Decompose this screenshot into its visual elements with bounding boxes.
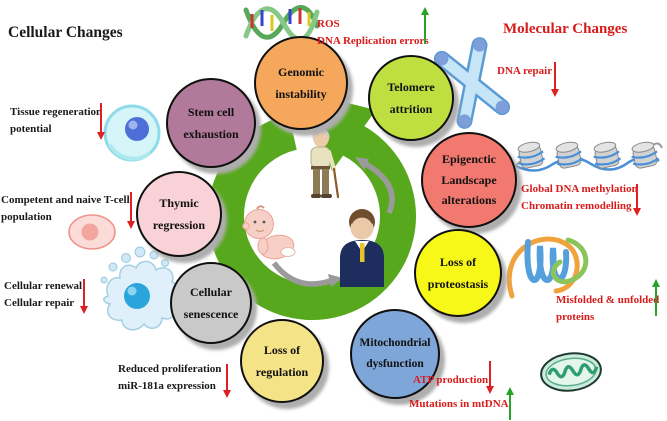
hallmark-genomic-instability: Genomic instability — [254, 36, 348, 130]
hallmark-loss-of-proteostasis: Loss of proteostasis — [414, 229, 502, 317]
annotation-misfolded-proteins: Misfolded & unfolded proteins — [556, 292, 659, 325]
hallmark-label: exhaustion — [183, 127, 239, 141]
baby-to-adult-arrow-icon — [271, 261, 331, 287]
hallmark-label: Loss of — [263, 342, 301, 357]
hallmark-stem-cell-exhaustion: Stem cell exhaustion — [166, 78, 256, 168]
t-cell-icon — [68, 214, 116, 250]
annotation-line: population — [1, 210, 52, 223]
decrease-arrow — [223, 364, 231, 398]
increase-arrow — [421, 7, 429, 44]
annotation-line: miR-181a expression — [118, 379, 216, 392]
hallmark-thymic-regression: Thymic regression — [136, 171, 222, 257]
hallmark-epigenetic-alterations: Epigenctic Landscape alterations — [421, 132, 517, 228]
hallmark-label: Cellular — [190, 284, 232, 299]
decrease-arrow — [486, 361, 494, 394]
decrease-arrow — [127, 192, 135, 229]
annotation-line: potential — [10, 122, 52, 135]
hallmark-label: regulation — [255, 365, 309, 379]
hallmark-cellular-senescence: Cellular senescence — [170, 262, 252, 344]
annotation-line: Cellular repair — [4, 296, 75, 309]
life-stage-arrows — [271, 157, 395, 287]
annotation-line: Cellular renewal — [4, 280, 83, 292]
hallmark-label: Loss of — [439, 254, 477, 269]
adult-to-elderly-arrow-icon — [364, 161, 395, 215]
annotation-ros: ROS DNA Replication errors — [317, 16, 429, 49]
hallmark-label: Stem cell — [187, 104, 235, 119]
elderly-man-figure — [310, 128, 340, 199]
adult-to-elderly-arrowhead-icon — [355, 157, 369, 170]
hallmark-label: Landscape — [441, 172, 497, 187]
hallmark-label: attrition — [389, 102, 433, 116]
increase-arrow — [506, 387, 514, 420]
hallmark-label: instability — [275, 87, 327, 101]
mitochondrion-icon — [540, 352, 602, 392]
annotation-reduced-proliferation: Reduced proliferation miR-181a expressio… — [118, 361, 221, 394]
annotation-line: Misfolded & unfolded — [556, 294, 660, 306]
hallmark-telomere-attrition: Telomere attrition — [368, 55, 454, 141]
annotation-line: ATP production — [413, 374, 489, 386]
baby-to-adult-arrowhead-icon — [328, 274, 343, 287]
decrease-arrow — [633, 184, 641, 216]
annotation-line: Global DNA methylation — [521, 183, 638, 195]
annotation-tissue-regeneration: Tissue regeneration potential — [10, 104, 102, 137]
hallmark-label: Mitochondrial — [359, 336, 431, 349]
hallmark-label: alterations — [441, 193, 497, 208]
annotation-t-cell-population: Competent and naive T-cell population — [1, 192, 130, 225]
annotation-line: DNA repair — [497, 65, 553, 77]
hallmark-label: senescence — [183, 307, 239, 321]
molecular-changes-title: Molecular Changes — [503, 21, 628, 37]
decrease-arrow — [97, 103, 105, 140]
hallmark-mitochondrial-dysfunction: Mitochondrial dysfunction — [350, 309, 440, 399]
annotation-line: Competent and naive T-cell — [1, 194, 130, 206]
hallmark-label: Thymic — [159, 195, 199, 210]
hallmark-label: Genomic — [278, 64, 324, 79]
dna-helix-icon — [243, 5, 320, 42]
annotation-atp-production: ATP production — [413, 372, 488, 389]
adult-man-figure — [340, 209, 384, 287]
chromosome-icon — [433, 37, 511, 129]
hallmark-label: Epigenctic — [442, 152, 496, 167]
decrease-arrow — [80, 279, 88, 314]
annotation-line: Tissue regeneration — [10, 106, 103, 118]
annotation-line: Reduced proliferation — [118, 363, 222, 375]
decrease-arrow — [551, 62, 559, 97]
increase-arrow — [652, 279, 660, 316]
nucleosome-chain-icon — [513, 141, 663, 172]
hallmark-loss-of-regulation: Loss of regulation — [240, 319, 324, 403]
hallmark-label: Telomere — [387, 79, 435, 94]
annotation-line: ROS — [317, 18, 340, 30]
senescent-cell-icon — [100, 246, 181, 331]
annotation-line: DNA Replication errors — [317, 34, 429, 47]
hallmark-label: regression — [152, 218, 206, 232]
cycle-ring-arc — [207, 114, 416, 320]
hallmark-label: dysfunction — [366, 358, 424, 370]
annotation-line: proteins — [556, 310, 595, 323]
annotation-line: Mutations in mtDNA — [409, 398, 509, 410]
annotation-dna-methylation: Global DNA methylation Chromatin remodel… — [521, 181, 638, 214]
baby-figure — [242, 205, 296, 260]
annotation-mtdna-mutations: Mutations in mtDNA — [409, 396, 509, 413]
stem-cell-icon — [103, 104, 161, 162]
annotation-cellular-renewal: Cellular renewal Cellular repair — [4, 278, 82, 311]
annotation-dna-repair: DNA repair — [497, 63, 552, 80]
cellular-changes-title: Cellular Changes — [8, 24, 123, 41]
misfolded-protein-icon — [506, 236, 589, 299]
annotation-line: Chromatin remodelling — [521, 199, 632, 212]
hallmark-label: proteostasis — [427, 277, 489, 291]
